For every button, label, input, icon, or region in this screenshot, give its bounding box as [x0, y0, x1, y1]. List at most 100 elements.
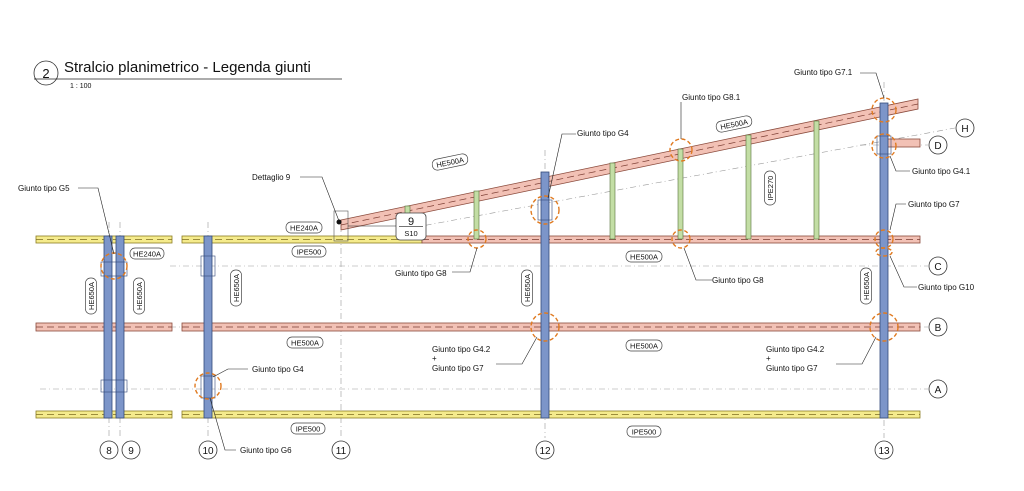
purlin	[813, 120, 820, 240]
grid-label-d: D	[934, 141, 941, 152]
joint-label-g8-left: Giunto tipo G8	[395, 269, 447, 278]
joint-label-plus-mid: +	[432, 354, 437, 363]
purlin	[609, 162, 616, 240]
member-tags: HE240A HE650A HE650A HE650A HE650A HE650…	[85, 115, 872, 438]
grid-bubble-11: 11	[331, 440, 351, 460]
joint-labels: Giunto tipo G5 Giunto tipo G4 Giunto tip…	[18, 68, 975, 455]
grid-bubble-a: A	[928, 379, 948, 399]
grid-bubble-c: C	[928, 256, 948, 276]
joint-marker-g42-g7-mid	[530, 312, 560, 342]
joint-label-g4-left: Giunto tipo G4	[252, 365, 304, 374]
column-he650a-grid-10	[203, 235, 213, 419]
joint-label-plus-right: +	[766, 354, 771, 363]
grid-bubble-13: 13	[874, 440, 894, 460]
joint-label-g42-right: Giunto tipo G4.2	[766, 345, 825, 354]
detail-reference: 9 S10 Dettaglio 9	[252, 173, 427, 241]
joint-label-g7-mid: Giunto tipo G7	[432, 364, 484, 373]
svg-text:HE650A: HE650A	[862, 272, 871, 300]
grid-label-a: A	[935, 385, 942, 396]
joint-label-g4-top: Giunto tipo G4	[577, 129, 629, 138]
joint-marker-g42-g7-right	[869, 312, 899, 342]
joint-label-g10: Giunto tipo G10	[918, 283, 975, 292]
tag-ipe500-line-a-right: IPE500	[626, 425, 662, 438]
column-he650a-grid-9	[115, 235, 125, 419]
detail-anchor-point	[336, 219, 342, 225]
svg-text:IPE270: IPE270	[766, 176, 775, 201]
joint-label-g5: Giunto tipo G5	[18, 184, 70, 193]
svg-text:HE500A: HE500A	[630, 342, 658, 351]
grid-bubble-9: 9	[121, 440, 141, 460]
grid-label-11: 11	[336, 446, 347, 457]
tag-ipe500-line-a-left: IPE500	[290, 422, 326, 435]
grid-label-12: 12	[539, 446, 551, 457]
columns	[100, 102, 892, 419]
tag-he650a-col-12: HE650A	[521, 269, 533, 307]
tag-he240a-col-9: HE240A	[129, 247, 165, 260]
purlin	[473, 190, 480, 240]
joint-marker-g71	[871, 97, 897, 123]
detail-ref-number: 9	[408, 216, 414, 228]
tag-ipe270: IPE270	[764, 170, 776, 206]
svg-text:IPE500: IPE500	[632, 428, 657, 437]
tag-he650a-col-10: HE650A	[230, 269, 242, 307]
joint-label-g42-mid: Giunto tipo G4.2	[432, 345, 491, 354]
joint-marker-g4-g6	[194, 372, 222, 400]
tag-he240a-stub: HE240A	[285, 221, 323, 234]
joint-leaders	[78, 72, 917, 451]
detail-label: Dettaglio 9	[252, 173, 291, 182]
joint-marker-g10	[875, 247, 893, 257]
svg-text:HE500A: HE500A	[291, 339, 319, 348]
gridline-h	[399, 127, 956, 231]
grid-bubble-d: D	[928, 135, 948, 155]
view-number: 2	[42, 66, 49, 81]
svg-text:HE650A: HE650A	[232, 274, 241, 302]
tag-he500a-sloped-right: HE500A	[715, 115, 753, 133]
grid-bubble-12: 12	[535, 440, 555, 460]
joint-marker-g4	[530, 195, 560, 225]
joint-markers	[100, 97, 899, 400]
joint-label-g71: Giunto tipo G7.1	[794, 68, 853, 77]
svg-text:HE650A: HE650A	[87, 282, 96, 310]
view-title: Stralcio planimetrico - Legenda giunti	[64, 59, 311, 76]
purlin	[745, 134, 752, 240]
joint-label-g7-right: Giunto tipo G7	[908, 200, 960, 209]
svg-text:HE240A: HE240A	[133, 250, 161, 259]
view-title-block: 2 Stralcio planimetrico - Legenda giunti…	[33, 59, 342, 90]
svg-text:HE650A: HE650A	[135, 282, 144, 310]
joint-marker-g81	[669, 138, 693, 162]
detail-ref-sheet: S10	[404, 229, 417, 238]
joint-marker-g41	[871, 133, 897, 159]
column-he650a-grid-13	[879, 102, 889, 419]
beam-he500a-sloped	[340, 98, 919, 231]
column-he650a-grid-8	[103, 235, 113, 419]
joint-label-g7-right-2: Giunto tipo G7	[766, 364, 818, 373]
svg-text:IPE500: IPE500	[296, 425, 321, 434]
tag-he650a-col-13: HE650A	[860, 267, 872, 305]
grid-label-13: 13	[878, 446, 890, 457]
grid-bubble-10: 10	[198, 440, 218, 460]
grid-label-8: 8	[106, 446, 112, 457]
joint-marker-g8-right	[671, 229, 691, 249]
grid-label-10: 10	[202, 446, 214, 457]
joint-label-g8-right: Giunto tipo G8	[712, 276, 764, 285]
purlin	[677, 148, 684, 240]
joint-label-g6: Giunto tipo G6	[240, 446, 292, 455]
grid-bubbles: 8 9 10 11 12 13 A B	[99, 118, 975, 460]
grid-bubble-8: 8	[99, 440, 119, 460]
tag-he500a-line-b-right: HE500A	[625, 339, 663, 352]
grid-bubble-h: H	[955, 118, 975, 138]
svg-text:HE240A: HE240A	[290, 224, 318, 233]
tag-ipe500-line-c: IPE500	[291, 245, 327, 258]
column-he650a-grid-12	[540, 171, 550, 419]
grid-bubble-b: B	[928, 317, 948, 337]
svg-text:HE650A: HE650A	[523, 274, 532, 302]
tag-he650a-col-9: HE650A	[133, 277, 145, 315]
view-scale: 1 : 100	[70, 83, 92, 90]
joint-label-g81: Giunto tipo G8.1	[682, 93, 741, 102]
svg-text:IPE500: IPE500	[297, 248, 322, 257]
grid-label-c: C	[934, 262, 941, 273]
grid-label-h: H	[961, 124, 968, 135]
tag-he650a-col-8: HE650A	[85, 277, 97, 315]
tag-he500a-line-b-left: HE500A	[286, 336, 324, 349]
